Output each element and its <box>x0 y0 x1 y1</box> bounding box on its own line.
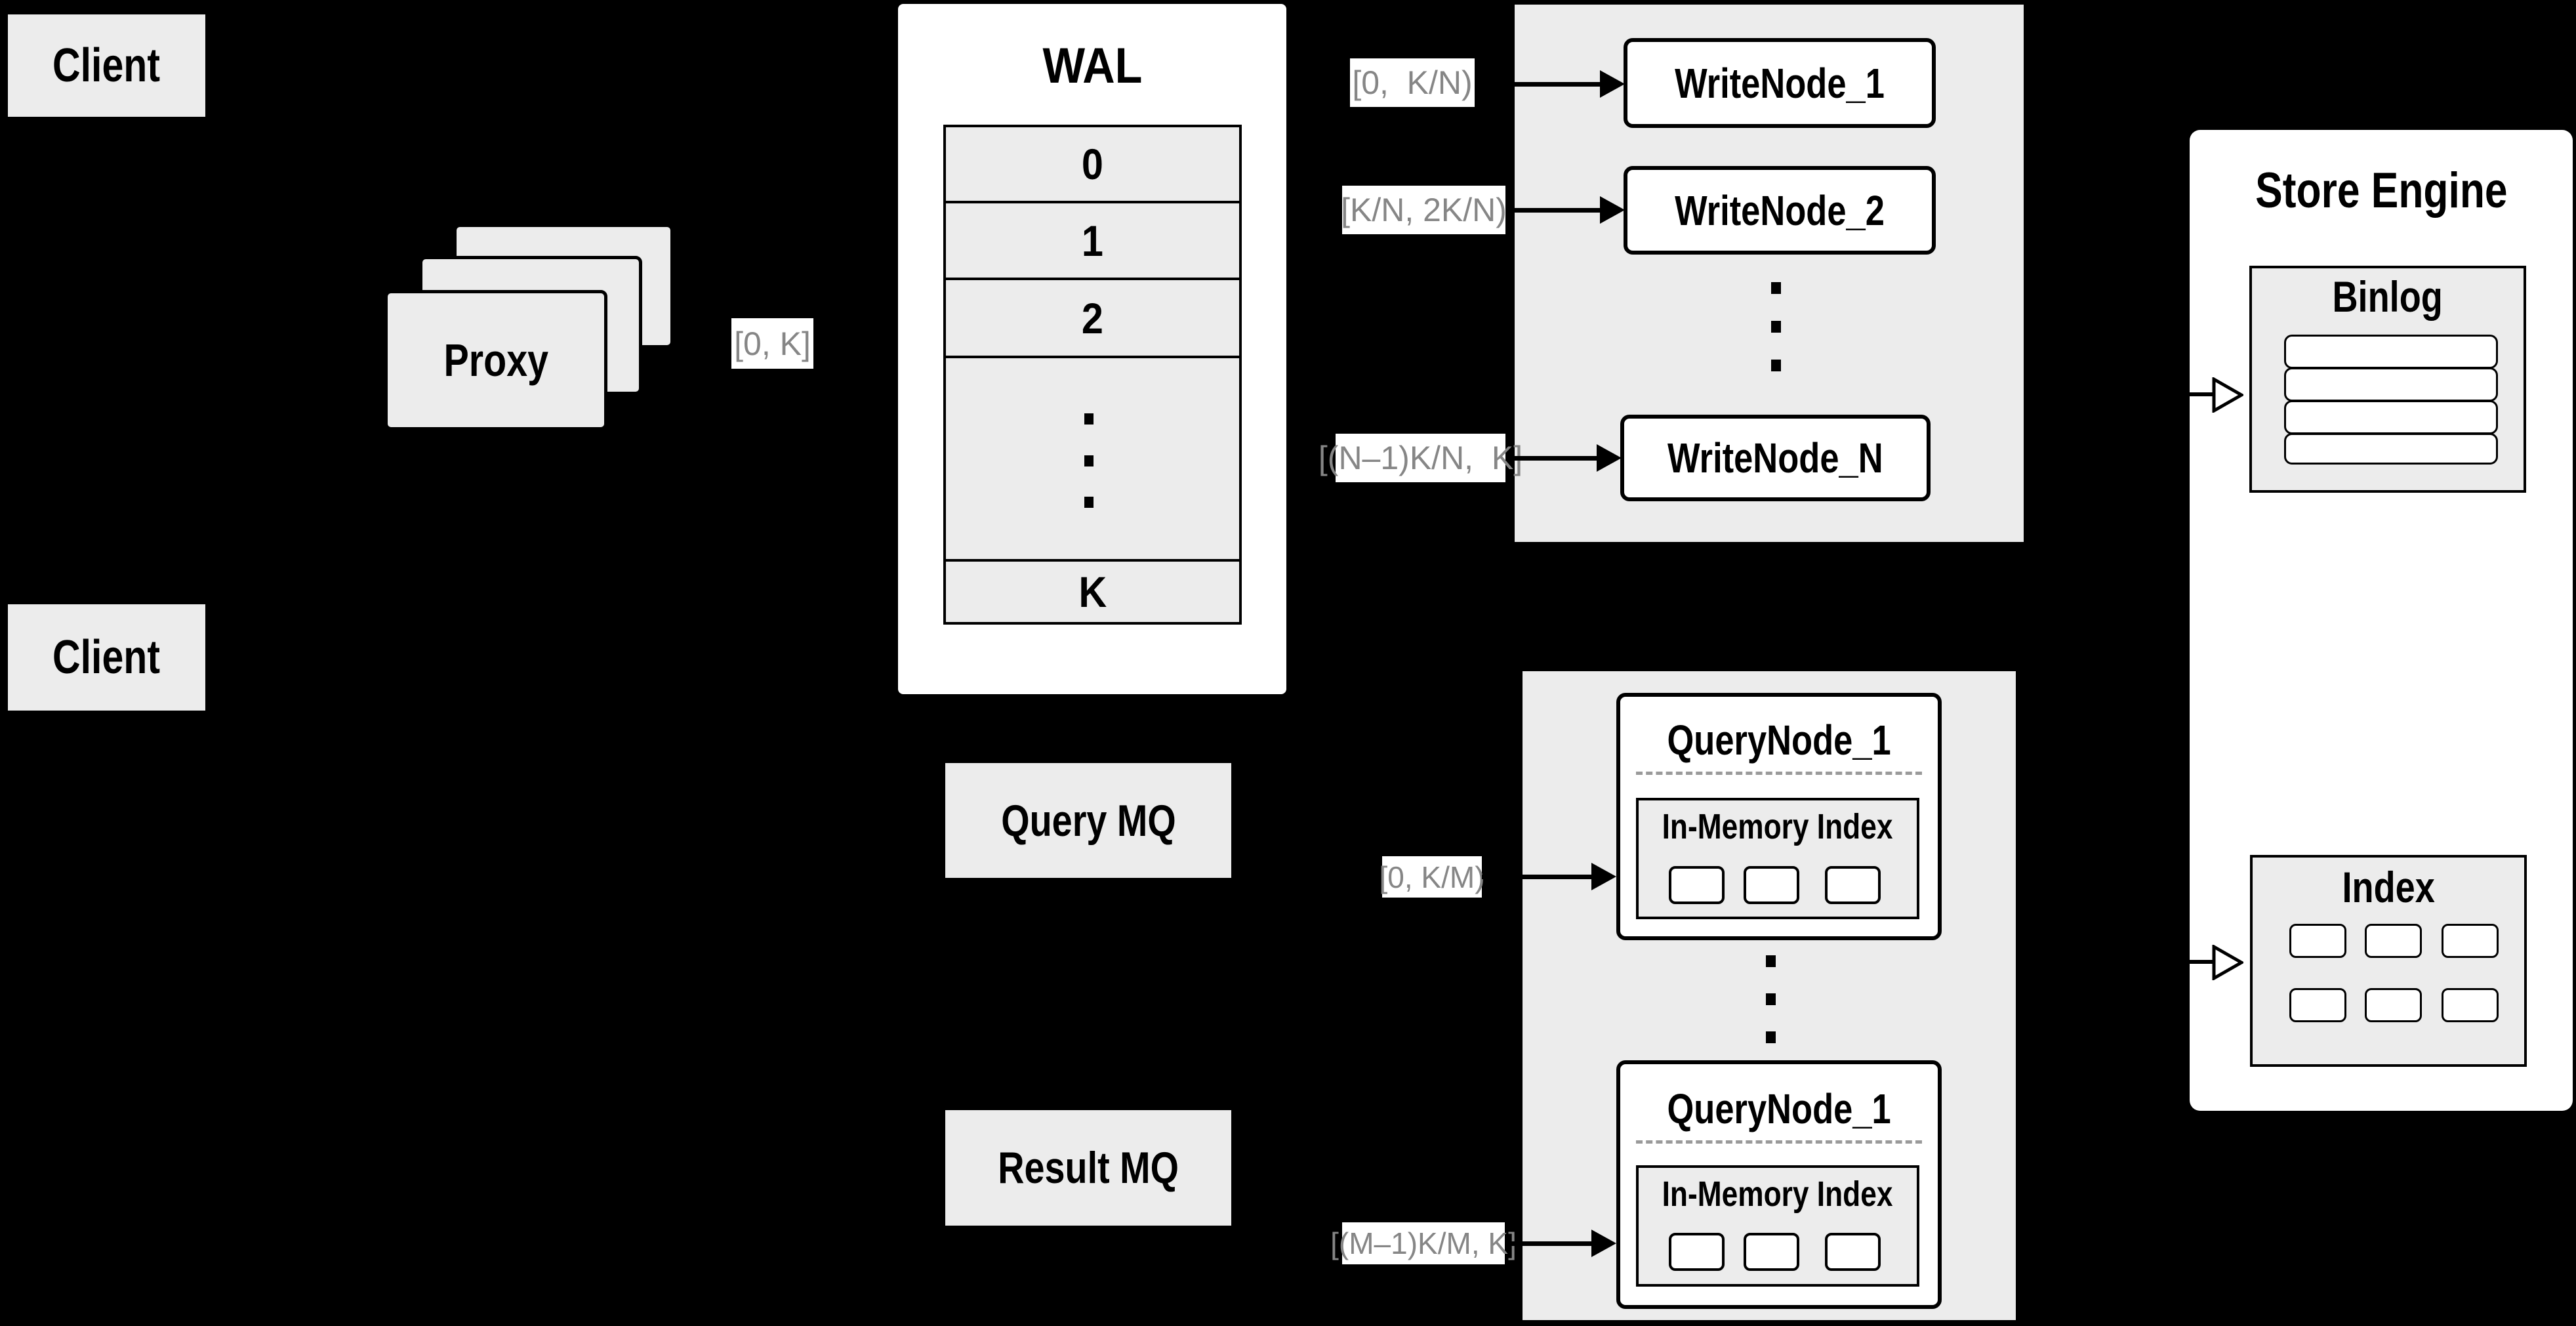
query-mq-label: Query MQ <box>1000 795 1176 846</box>
in-memory-index-top-title-wrap: In-Memory Index <box>1636 806 1919 848</box>
index-cell <box>2442 988 2499 1022</box>
query-ellipsis-dot <box>1766 993 1776 1005</box>
query-node-bottom-title-wrap: QueryNode_1 <box>1616 1085 1942 1132</box>
index-cell <box>2365 924 2422 958</box>
index-box <box>2250 855 2527 1067</box>
index-cell <box>2442 924 2499 958</box>
write-ellipsis-dot <box>1771 360 1781 371</box>
write-ellipsis-dot <box>1771 282 1781 294</box>
wal-row-1: 1 <box>943 201 1242 280</box>
memory-segment-cell <box>1669 1233 1725 1271</box>
arrow-binlog-shaft <box>2190 392 2215 396</box>
wal-row-2-label: 2 <box>1081 293 1104 342</box>
wal-ellipsis-dot <box>1084 455 1094 466</box>
client-bottom-label: Client <box>52 631 161 684</box>
query-node-top-title-wrap: QueryNode_1 <box>1616 716 1942 764</box>
arrow-write-1-shaft <box>1475 82 1600 87</box>
in-memory-index-top-title: In-Memory Index <box>1662 807 1893 846</box>
query-node-top-divider <box>1636 772 1922 775</box>
memory-segment-cell <box>1825 866 1881 904</box>
binlog-title: Binlog <box>2332 272 2443 321</box>
memory-segment-cell <box>1825 1233 1881 1271</box>
index-title-wrap: Index <box>2250 861 2527 913</box>
write-node-1: WriteNode_1 <box>1624 38 1936 128</box>
in-memory-index-bottom-title: In-Memory Index <box>1662 1174 1893 1214</box>
range-label-write-2: [K/N, 2K/N) <box>1341 186 1507 234</box>
arrow-index-head <box>2212 945 2243 980</box>
wal-title-wrap: WAL <box>898 34 1286 97</box>
arrow-write-2-shaft <box>1505 208 1600 213</box>
arrow-query-m-shaft <box>1505 1241 1591 1246</box>
client-box-top: Client <box>8 14 205 117</box>
arrow-write-n-head <box>1597 444 1622 472</box>
wal-title: WAL <box>1042 37 1142 94</box>
proxy-label: Proxy <box>443 335 548 386</box>
store-engine-title-wrap: Store Engine <box>2190 157 2573 223</box>
arrow-binlog-head <box>2212 377 2243 413</box>
wal-row-k-label: K <box>1078 568 1107 616</box>
wal-ellipsis-dot <box>1084 497 1094 508</box>
query-node-bottom-divider <box>1636 1140 1922 1144</box>
write-node-2: WriteNode_2 <box>1624 166 1936 255</box>
wal-row-1-label: 1 <box>1081 216 1104 265</box>
index-cell <box>2289 988 2346 1022</box>
range-label-write-1: [0, K/N) <box>1350 58 1475 107</box>
arrow-query-1-head <box>1591 863 1616 890</box>
query-mq-box: Query MQ <box>945 763 1231 878</box>
query-node-bottom-title: QueryNode_1 <box>1667 1085 1891 1132</box>
range-label-proxy-out: [0, K] <box>731 318 813 369</box>
in-memory-index-bottom-title-wrap: In-Memory Index <box>1636 1173 1919 1215</box>
wal-row-0-label: 0 <box>1081 140 1104 188</box>
write-node-2-label: WriteNode_2 <box>1675 186 1885 234</box>
wal-row-0: 0 <box>943 125 1242 203</box>
range-label-query-m: [(M–1)K/M, K] <box>1330 1222 1517 1264</box>
binlog-row <box>2284 335 2498 369</box>
client-top-label: Client <box>52 39 161 92</box>
write-ellipsis-dot <box>1771 321 1781 333</box>
binlog-row <box>2284 433 2498 465</box>
store-engine-title: Store Engine <box>2255 162 2508 218</box>
arrow-index-shaft <box>2190 960 2215 964</box>
binlog-row <box>2284 400 2498 434</box>
index-title: Index <box>2342 863 2435 911</box>
result-mq-box: Result MQ <box>945 1110 1231 1226</box>
memory-segment-cell <box>1669 866 1725 904</box>
arrow-query-1-shaft <box>1482 875 1591 879</box>
arrow-write-1-head <box>1600 70 1625 98</box>
arrow-write-2-head <box>1600 196 1625 224</box>
write-node-n-label: WriteNode_N <box>1667 434 1883 482</box>
binlog-title-wrap: Binlog <box>2249 270 2526 323</box>
arrow-write-n-shaft <box>1505 456 1597 461</box>
wal-ellipsis-dot <box>1084 413 1094 425</box>
range-label-query-1: [0, K/M) <box>1379 856 1485 898</box>
result-mq-label: Result MQ <box>998 1143 1179 1193</box>
wal-row-2: 2 <box>943 278 1242 358</box>
wal-row-k: K <box>943 559 1242 625</box>
proxy-box: Proxy <box>384 290 607 430</box>
memory-segment-cell <box>1744 866 1799 904</box>
binlog-row <box>2284 367 2498 402</box>
write-node-n: WriteNode_N <box>1620 415 1931 501</box>
memory-segment-cell <box>1744 1233 1799 1271</box>
query-node-top-title: QueryNode_1 <box>1667 716 1891 764</box>
write-node-1-label: WriteNode_1 <box>1675 59 1885 107</box>
index-cell <box>2289 924 2346 958</box>
query-ellipsis-dot <box>1766 955 1776 967</box>
range-label-write-n: [(N–1)K/N, K] <box>1319 434 1523 482</box>
index-cell <box>2365 988 2422 1022</box>
client-box-bottom: Client <box>8 604 205 711</box>
query-ellipsis-dot <box>1766 1031 1776 1043</box>
arrow-query-m-head <box>1591 1230 1616 1257</box>
